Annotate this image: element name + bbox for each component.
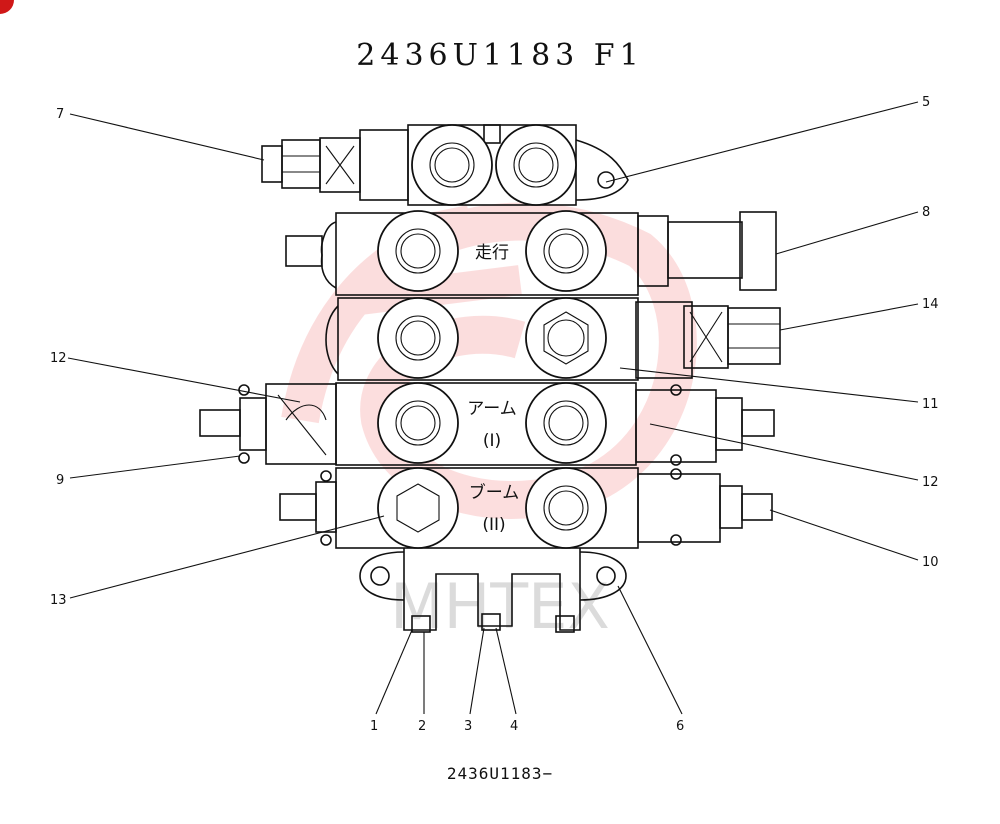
port-arm-left	[377, 382, 459, 464]
port-top-left	[411, 124, 493, 206]
diagram-title: 2436U1183 F1	[356, 38, 644, 73]
callout-12-right: 12	[922, 475, 939, 490]
callout-14: 14	[922, 297, 939, 312]
label-travel: 走行	[475, 243, 509, 263]
callout-4: 4	[510, 719, 518, 734]
middle-section	[325, 297, 781, 381]
callout-2: 2	[418, 719, 426, 734]
callout-13: 13	[50, 593, 67, 608]
boom-section	[279, 467, 773, 549]
arm-section	[199, 382, 775, 466]
port-boom-right	[525, 467, 607, 549]
callout-5: 5	[922, 95, 930, 110]
part-code: 2436U1183−	[446, 764, 554, 783]
callout-11: 11	[922, 397, 939, 412]
callout-7: 7	[56, 107, 64, 122]
callout-1: 1	[370, 719, 378, 734]
leader-lines	[67, 101, 919, 715]
port-top-right	[495, 124, 577, 206]
callout-3: 3	[464, 719, 472, 734]
callout-12-left: 12	[50, 351, 67, 366]
label-arm-sub: (I)	[483, 431, 501, 451]
port-travel-left	[377, 210, 459, 292]
port-travel-right	[525, 210, 607, 292]
label-arm: アーム	[467, 399, 516, 419]
port-middle-left	[377, 297, 459, 379]
port-boom-left	[377, 467, 459, 549]
travel-section	[285, 211, 777, 296]
port-middle-right	[525, 297, 607, 379]
outlet-block	[359, 548, 627, 633]
callout-6: 6	[676, 719, 684, 734]
callout-10: 10	[922, 555, 939, 570]
label-boom-sub: (II)	[482, 515, 505, 535]
port-column-left	[377, 124, 493, 549]
port-arm-right	[525, 382, 607, 464]
callout-8: 8	[922, 205, 930, 220]
callout-9: 9	[56, 473, 64, 488]
label-boom: ブーム	[469, 482, 520, 503]
port-column-right	[495, 124, 607, 549]
